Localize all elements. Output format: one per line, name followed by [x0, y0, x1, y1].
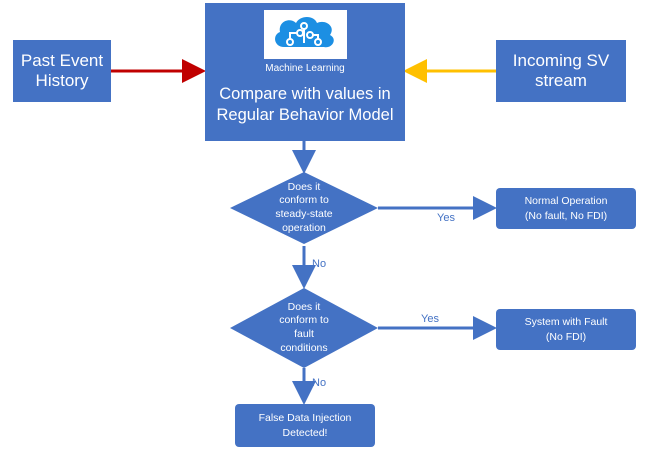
decision2-label: Does it conform to fault conditions — [279, 300, 329, 354]
normal-operation-box: Normal Operation (No fault, No FDI) — [496, 188, 636, 229]
ml-icon-frame — [263, 10, 347, 59]
edge-label-yes-1: Yes — [437, 212, 455, 224]
decision2-diamond — [230, 288, 378, 368]
compare-label: Compare with values in Regular Behavior … — [216, 84, 394, 124]
past-event-history-box: Past Event History — [13, 40, 111, 102]
brain-circuit-icon — [275, 16, 334, 47]
decision1-diamond — [230, 172, 378, 244]
edge-label-no-1: No — [312, 258, 327, 270]
incoming-sv-stream-label: Incoming SV stream — [512, 51, 610, 90]
fdi-detected-box: False Data Injection Detected! — [235, 404, 375, 447]
normal-operation-label: Normal Operation (No fault, No FDI) — [524, 195, 608, 222]
edge-label-yes-2: Yes — [421, 313, 439, 325]
incoming-sv-stream-box: Incoming SV stream — [496, 40, 626, 102]
decision1-label: Does it conform to steady-state operatio… — [275, 180, 333, 234]
system-with-fault-label: System with Fault (No FDI) — [524, 316, 608, 343]
ml-compare-box: Machine Learning Compare with values in … — [205, 3, 405, 141]
ml-caption: Machine Learning — [265, 63, 345, 74]
system-with-fault-box: System with Fault (No FDI) — [496, 309, 636, 350]
past-event-history-label: Past Event History — [20, 51, 104, 90]
fdi-detected-label: False Data Injection Detected! — [258, 412, 352, 439]
edge-label-no-2: No — [312, 377, 327, 389]
